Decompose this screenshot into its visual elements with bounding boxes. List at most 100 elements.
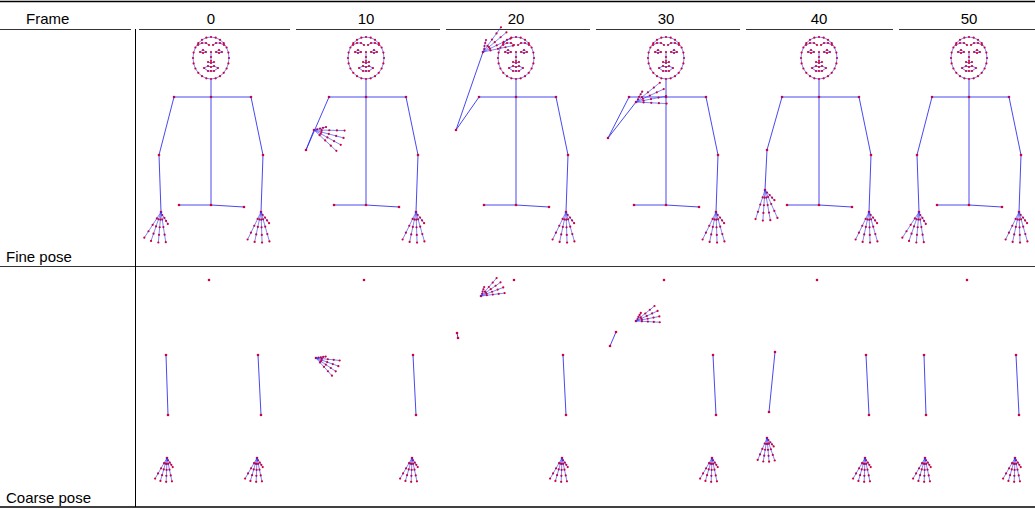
keypoint — [959, 39, 961, 41]
bone — [416, 212, 418, 219]
keypoint — [360, 51, 362, 53]
keypoint — [326, 136, 328, 138]
keypoint — [1015, 354, 1018, 357]
keypoint — [227, 62, 229, 64]
keypoint — [352, 72, 354, 74]
bone — [166, 355, 168, 415]
keypoint — [818, 36, 820, 38]
keypoint — [382, 51, 384, 53]
keypoint — [201, 75, 203, 77]
keypoint — [498, 51, 500, 53]
keypoint — [496, 277, 498, 279]
bone — [413, 212, 416, 219]
keypoint — [502, 44, 504, 46]
keypoint — [223, 72, 225, 74]
keypoint — [261, 480, 263, 482]
keypoint — [210, 56, 212, 58]
keypoint — [965, 70, 967, 72]
bone — [248, 233, 251, 240]
keypoint — [456, 332, 459, 335]
keypoint — [178, 204, 181, 207]
keypoint — [223, 44, 225, 46]
keypoint — [640, 312, 642, 314]
bone — [920, 220, 921, 228]
keypoint — [205, 51, 207, 53]
keypoint — [766, 149, 769, 152]
keypoint — [925, 414, 928, 417]
keypoint — [221, 51, 223, 53]
bone — [706, 226, 709, 233]
keypoint — [638, 314, 640, 316]
keypoint — [952, 46, 954, 48]
bone — [917, 220, 919, 228]
keypoint — [193, 51, 195, 53]
keypoint — [968, 56, 970, 58]
keypoint — [520, 77, 522, 79]
bone — [651, 102, 659, 103]
bone — [258, 219, 260, 226]
keypoint — [665, 56, 667, 58]
keypoint — [363, 279, 366, 282]
bone — [787, 205, 819, 206]
keypoint — [515, 66, 517, 68]
bone — [1025, 234, 1027, 241]
keypoint — [372, 67, 374, 69]
keypoint — [674, 39, 676, 41]
keypoint — [409, 241, 411, 243]
keypoint — [827, 75, 829, 77]
keypoint — [976, 49, 978, 51]
bone — [706, 97, 718, 155]
keypoint — [712, 218, 714, 220]
keypoint — [615, 331, 618, 334]
bone — [265, 227, 267, 234]
bone — [566, 235, 567, 243]
keypoint — [959, 75, 961, 77]
keypoint — [826, 52, 828, 54]
bone — [924, 355, 926, 415]
bone — [915, 212, 919, 218]
bone — [495, 37, 501, 42]
keypoint — [660, 37, 662, 39]
keypoint — [854, 238, 856, 240]
keypoint — [1007, 480, 1009, 482]
keypoint — [670, 51, 672, 53]
keypoint — [504, 51, 506, 53]
keypoint — [210, 78, 212, 80]
bone — [267, 234, 269, 241]
keypoint — [524, 39, 526, 41]
keypoint — [659, 82, 661, 84]
keypoint — [210, 62, 212, 64]
keypoint — [809, 75, 811, 77]
keypoint — [963, 37, 965, 39]
keypoint — [503, 41, 505, 43]
keypoint — [981, 44, 983, 46]
keypoint — [973, 51, 975, 53]
keypoint — [876, 222, 878, 224]
keypoint — [960, 49, 962, 51]
bone — [255, 234, 257, 241]
keypoint — [518, 61, 520, 63]
bone — [634, 205, 666, 206]
keypoint — [368, 65, 370, 67]
keypoint — [528, 72, 530, 74]
keypoint — [952, 67, 954, 69]
keypoint — [682, 62, 684, 64]
row-label: Coarse pose — [6, 490, 91, 505]
bone — [657, 89, 664, 92]
keypoint — [257, 218, 259, 220]
keypoint — [325, 126, 327, 128]
keypoint — [818, 66, 820, 68]
keypoint — [676, 51, 678, 53]
bone — [768, 197, 771, 204]
keypoint — [365, 66, 367, 68]
keypoint — [208, 44, 210, 46]
keypoint — [1012, 241, 1014, 243]
keypoint — [243, 206, 246, 209]
keypoint — [831, 72, 833, 74]
keypoint — [215, 42, 217, 44]
keypoint — [558, 225, 560, 227]
bone — [211, 80, 212, 97]
keypoint — [815, 65, 817, 67]
keypoint — [810, 52, 812, 54]
